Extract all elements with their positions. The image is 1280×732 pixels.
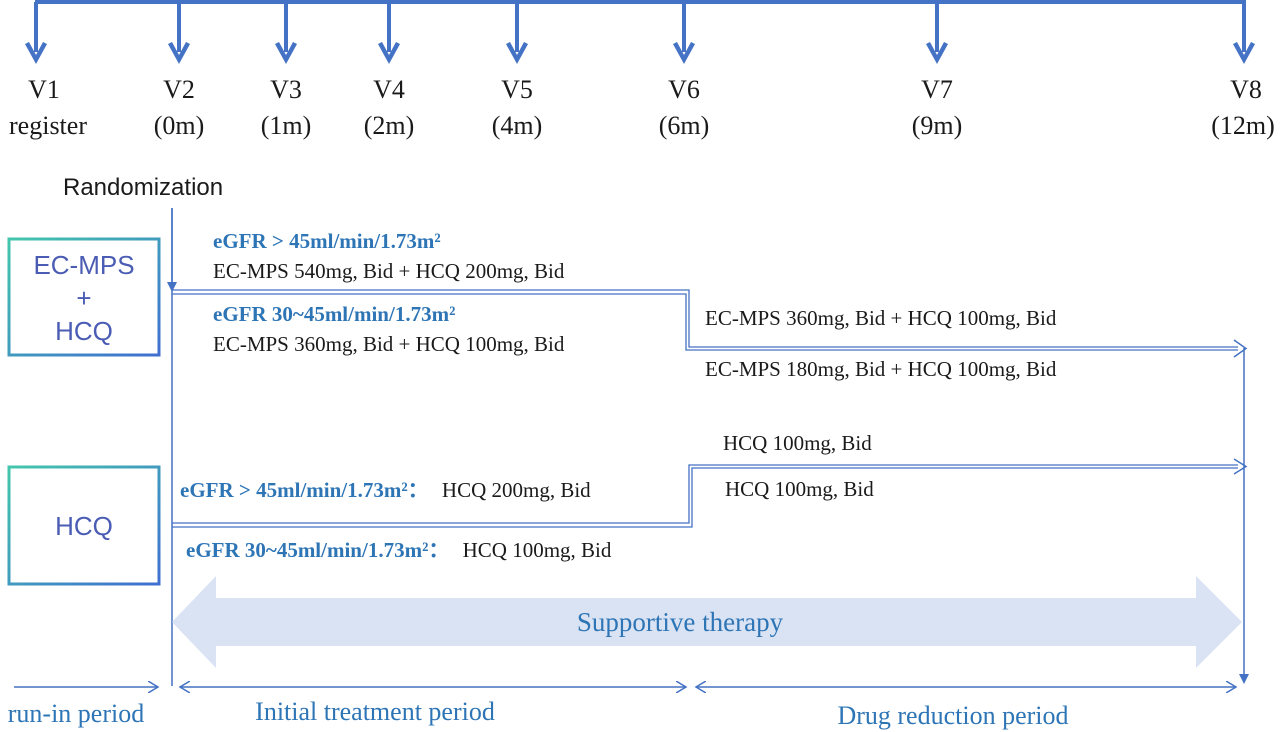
visit-label: V8 — [1230, 75, 1262, 104]
runin-period-label: run-in period — [8, 699, 144, 728]
arm-combo-line1: EC-MPS — [33, 250, 134, 280]
supportive-therapy-arrow — [172, 576, 1242, 668]
arm-combo-line3: HCQ — [55, 316, 113, 346]
hcq-high-row: eGFR > 45ml/min/1.73m²： HCQ 200mg, Bid — [180, 478, 591, 502]
arm-box-hcq: HCQ — [7, 465, 161, 586]
visit-arrow-head — [378, 42, 400, 64]
visit-timeline — [25, 0, 1255, 64]
hcq-pathway — [172, 458, 1248, 528]
combo-reduction-upper: EC-MPS 360mg, Bid + HCQ 100mg, Bid — [705, 306, 1057, 330]
combo-reduction-lower: EC-MPS 180mg, Bid + HCQ 100mg, Bid — [705, 357, 1057, 381]
combo-pathway — [172, 289, 1248, 358]
initial-period-label: Initial treatment period — [255, 697, 495, 726]
visit-label: V1 — [28, 75, 60, 104]
visit-label: V7 — [921, 75, 953, 104]
hcq-high-dose: HCQ 200mg, Bid — [442, 478, 591, 502]
hcq-low-egfr: eGFR 30~45ml/min/1.73m²： — [186, 538, 449, 562]
visit-sublabel: (9m) — [912, 111, 963, 140]
arm-box-combo-frame — [7, 237, 161, 357]
hcq-reduction-lower: HCQ 100mg, Bid — [725, 477, 874, 501]
visit-arrow-head — [168, 42, 190, 64]
reduction-period-label: Drug reduction period — [837, 701, 1068, 730]
combo-high-egfr: eGFR > 45ml/min/1.73m² — [213, 229, 441, 253]
visit-arrow-head — [275, 42, 297, 64]
visit-sublabel: (6m) — [659, 111, 710, 140]
visit-label: V4 — [373, 75, 405, 104]
randomization-label: Randomization — [63, 174, 223, 201]
visit-arrow-head — [926, 42, 948, 64]
visit-sublabel: register — [9, 111, 87, 140]
arm-box-hcq-frame — [7, 465, 161, 586]
arm-box-combo: EC-MPS + HCQ — [7, 237, 161, 357]
visit-sublabel: (4m) — [492, 111, 543, 140]
arm-hcq-label: HCQ — [55, 511, 113, 541]
visit-label: V6 — [668, 75, 700, 104]
visit-sublabel: (2m) — [364, 111, 415, 140]
hcq-high-egfr: eGFR > 45ml/min/1.73m²： — [180, 478, 429, 502]
arm-combo-line2: + — [76, 283, 91, 313]
visit-arrow-head — [506, 42, 528, 64]
hcq-low-row: eGFR 30~45ml/min/1.73m²： HCQ 100mg, Bid — [186, 538, 612, 562]
visit-arrow-head — [673, 42, 695, 64]
visit-sublabel: (12m) — [1211, 111, 1275, 140]
hcq-low-dose: HCQ 100mg, Bid — [463, 538, 612, 562]
visit-arrows — [25, 2, 1255, 64]
visit-arrow-head — [1233, 42, 1255, 64]
supportive-therapy-label: Supportive therapy — [577, 607, 784, 637]
visit-sublabel: (1m) — [261, 111, 312, 140]
visit-label: V3 — [270, 75, 302, 104]
visit-arrow-head — [25, 42, 47, 64]
combo-high-dose: EC-MPS 540mg, Bid + HCQ 200mg, Bid — [213, 259, 565, 283]
visit-label: V2 — [163, 75, 195, 104]
visit-label: V5 — [501, 75, 533, 104]
hcq-reduction-upper: HCQ 100mg, Bid — [723, 431, 872, 455]
visit-labels: V1 register V2 (0m) V3 (1m) V4 (2m) V5 (4m) V6 (6m)… — [9, 75, 1275, 140]
combo-low-egfr: eGFR 30~45ml/min/1.73m² — [213, 302, 455, 326]
visit-sublabel: (0m) — [154, 111, 205, 140]
combo-low-dose: EC-MPS 360mg, Bid + HCQ 100mg, Bid — [213, 332, 565, 356]
